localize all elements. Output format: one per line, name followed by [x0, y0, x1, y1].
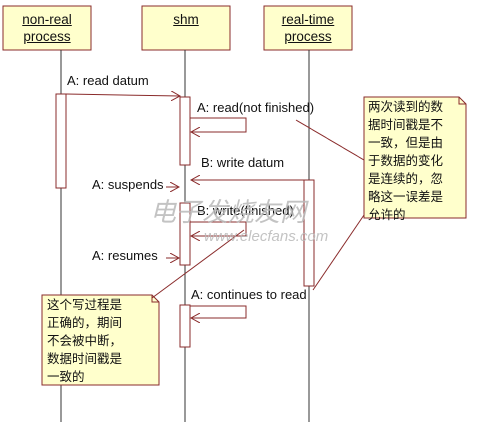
- note-box-left: [41, 294, 160, 386]
- message-label-read-datum: A: read datum: [67, 73, 149, 88]
- watermark-cn: 电子发烧友网: [150, 198, 307, 228]
- note-connector-left: [151, 229, 245, 299]
- activation-nonreal: [55, 93, 67, 189]
- participant-box-nonreal: [2, 5, 92, 51]
- message-label-write-finished: B: write(finished): [197, 203, 294, 218]
- message-label-resumes: A: resumes: [92, 248, 158, 263]
- message-arrow-write-finished: [190, 221, 247, 236]
- message-label-read-not-finished: A: read(not finished): [197, 100, 315, 115]
- activation-shm-3: [179, 304, 191, 348]
- activation-realtime: [303, 179, 315, 287]
- note-text-left: 这个写过程是 正确的，期间 不会被中断， 数据时间戳是 一致的: [47, 297, 123, 384]
- participant-box-shm: [141, 5, 231, 51]
- participant-box-realtime: [263, 5, 353, 51]
- activation-shm-1: [179, 96, 191, 166]
- message-label-suspends: A: suspends: [92, 177, 164, 192]
- message-label-continues-to-read: A: continues to read: [191, 287, 307, 302]
- watermark-url: www.elecfans.com: [204, 228, 329, 245]
- message-label-write-datum: B: write datum: [201, 155, 285, 170]
- note-connector-right-1: [295, 119, 365, 161]
- message-arrow-read-datum: [65, 94, 180, 96]
- message-arrow-read-not-finished: [190, 117, 247, 132]
- note-connector-right-2: [312, 214, 365, 291]
- note-fold-left: [151, 295, 159, 303]
- participant-label-shm: shm: [173, 12, 199, 27]
- note-text-right: 两次读到的数 据时间戳是不 一致，但是由 于数据的变化 是连续的，忽 略这一误差…: [368, 99, 444, 222]
- note-fold-right: [458, 97, 466, 105]
- note-box-right: [363, 96, 467, 219]
- message-arrow-continues-to-read: [190, 305, 247, 318]
